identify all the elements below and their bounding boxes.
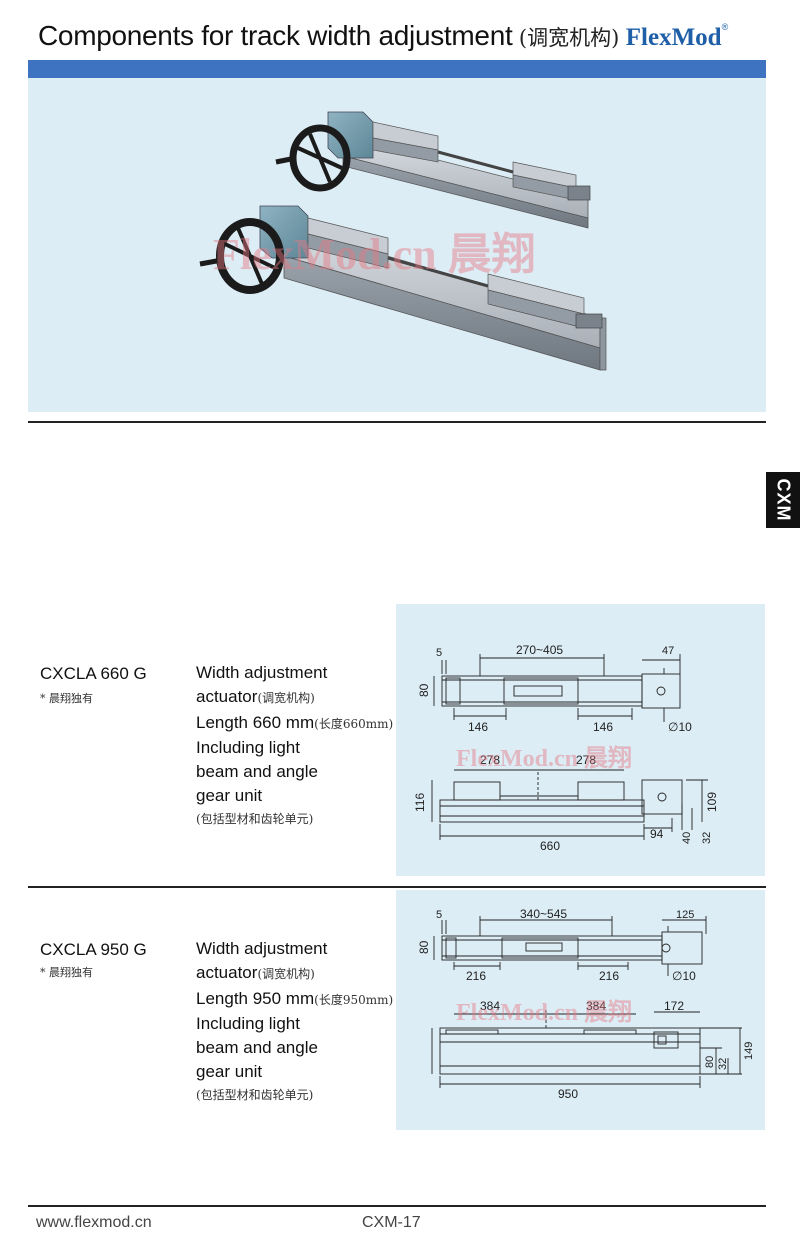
desc-line: Length 950 mm	[196, 988, 315, 1008]
dim-height: 80	[417, 940, 431, 954]
dim-small-b: 40	[681, 832, 693, 844]
dim-hole: ∅10	[668, 720, 692, 734]
dim-small-b: 32	[717, 1058, 729, 1070]
registered-mark: ®	[721, 22, 729, 32]
dim-gap: 5	[436, 909, 442, 921]
product-tag: * 晨翔独有	[40, 692, 93, 705]
dimension-drawing: 5 270~405 47 80 146 146 ∅10 278 278 116 …	[413, 643, 719, 853]
dim-top-right: 384	[586, 999, 606, 1013]
page-header: Components for track width adjustment (调…	[38, 20, 778, 60]
dim-gap: 5	[436, 647, 442, 659]
desc-line: Including light	[196, 1014, 300, 1034]
dim-top-left: 278	[480, 753, 500, 767]
dim-right-pitch: 216	[599, 969, 619, 983]
desc-line: actuator	[196, 686, 258, 706]
desc-line: gear unit	[196, 1061, 263, 1081]
dimension-drawing: 5 340~545 125 80 216 216 ∅10 384 384 172…	[417, 907, 755, 1101]
dim-length: 660	[540, 839, 560, 853]
desc-line: Width adjustment	[196, 939, 328, 958]
desc-line: beam and angle	[196, 1038, 318, 1058]
product-render-illustration	[199, 111, 607, 371]
desc-line-cn: (长度660mm)	[314, 716, 394, 731]
dim-top-end: 172	[664, 999, 684, 1013]
desc-line: gear unit	[196, 785, 263, 805]
dim-range: 340~545	[520, 907, 567, 921]
dim-small-c: 32	[701, 832, 713, 844]
page-title: Components for track width adjustment	[38, 20, 513, 51]
footer-website: www.flexmod.cn	[36, 1214, 152, 1231]
desc-line-cn: (长度950mm)	[314, 992, 394, 1007]
technical-drawing-660: 5 270~405 47 80 146 146 ∅10 278 278 116 …	[396, 604, 765, 876]
desc-line: Including light	[196, 738, 300, 758]
dim-right-pitch: 146	[593, 720, 613, 734]
product-code: CXCLA 660 G	[40, 664, 147, 683]
dim-range: 270~405	[516, 643, 563, 657]
dim-left-pitch: 146	[468, 720, 488, 734]
dim-height: 80	[417, 683, 431, 697]
accent-bar	[28, 60, 766, 78]
dim-length: 950	[558, 1087, 578, 1101]
dim-end: 47	[662, 645, 674, 657]
dim-top-left: 384	[480, 999, 500, 1013]
desc-line-cn: (调宽机构)	[257, 966, 315, 981]
page-title-cn: (调宽机构)	[518, 26, 620, 50]
dim-small-a: 80	[704, 1056, 716, 1068]
desc-line: beam and angle	[196, 762, 318, 782]
section-tab-label: CXM	[773, 478, 794, 522]
desc-line-cn: (包括型材和齿轮单元)	[196, 811, 314, 826]
product-tag: * 晨翔独有	[40, 966, 93, 979]
brand-logo: FlexMod	[625, 24, 722, 51]
product-description: Width adjustment actuator(调宽机构) Length 6…	[196, 661, 396, 832]
footer-divider	[28, 1205, 766, 1207]
page-number: CXM-17	[362, 1214, 421, 1231]
dim-right-height: 149	[743, 1042, 755, 1060]
section-divider	[28, 421, 766, 423]
technical-drawing-950: 5 340~545 125 80 216 216 ∅10 384 384 172…	[396, 890, 765, 1130]
dim-small-a: 94	[650, 827, 664, 841]
desc-line: Length 660 mm	[196, 712, 315, 732]
actuator-unit-long	[199, 205, 607, 371]
dim-end: 125	[676, 909, 694, 921]
section-divider	[28, 886, 766, 888]
desc-line: actuator	[196, 962, 258, 982]
section-tab: CXM	[766, 472, 800, 528]
dim-right-height: 109	[705, 792, 719, 812]
hero-image-panel: FlexMod.cn 晨翔	[28, 78, 766, 412]
product-description: Width adjustment actuator(调宽机构) Length 9…	[196, 937, 426, 1108]
dim-left-pitch: 216	[466, 969, 486, 983]
dim-top-right: 278	[576, 753, 596, 767]
dim-side-height: 116	[413, 793, 427, 812]
dim-hole: ∅10	[672, 969, 696, 983]
product-code: CXCLA 950 G	[40, 940, 147, 959]
desc-line-cn: (包括型材和齿轮单元)	[196, 1087, 314, 1102]
actuator-unit-short	[275, 111, 591, 229]
desc-line: Width adjustment	[196, 663, 328, 682]
desc-line-cn: (调宽机构)	[257, 690, 315, 705]
